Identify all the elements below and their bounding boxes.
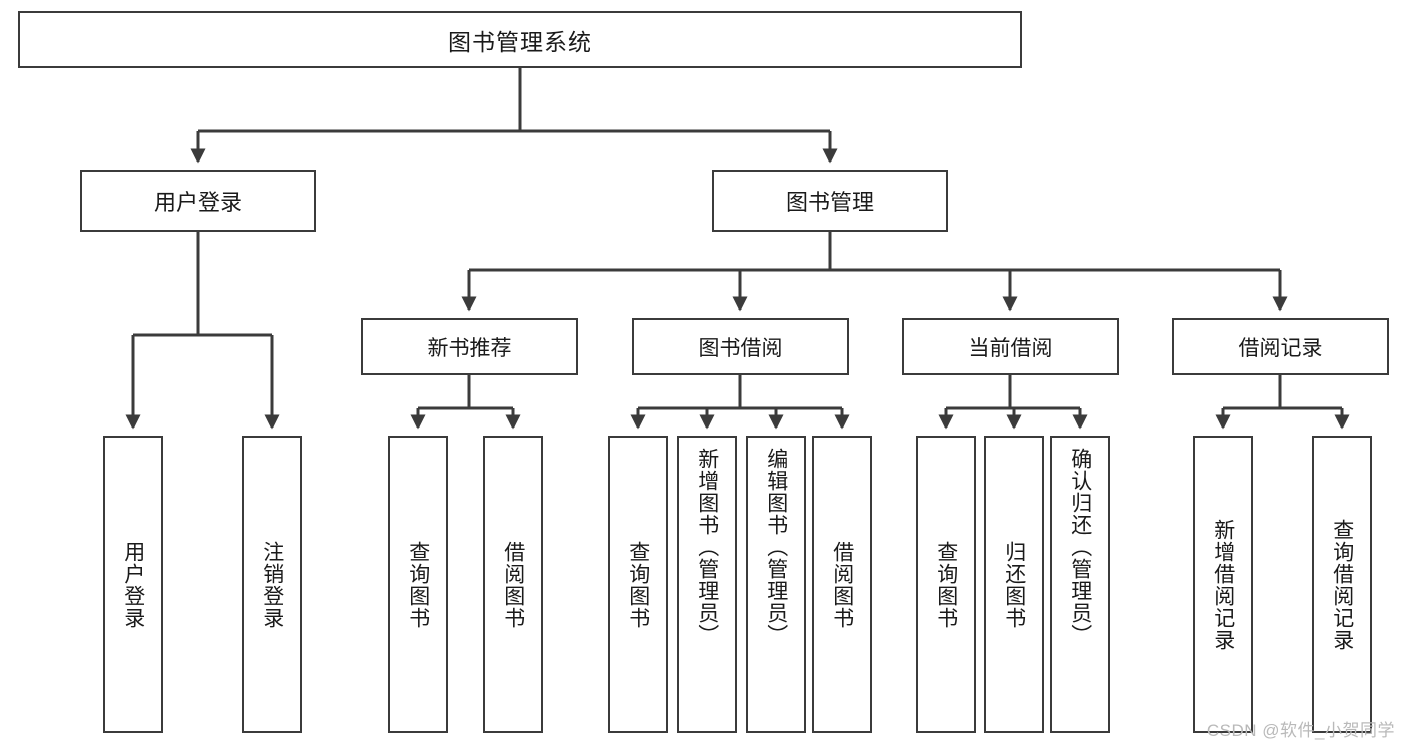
node-new-book-recommend-label: 新书推荐 [427, 336, 512, 360]
leaf-label: 确认归还（管理员） [1068, 448, 1092, 646]
leaf-book-borrow-borrow[interactable]: 借阅图书 [812, 436, 872, 733]
leaf-label: 查询借阅记录 [1330, 518, 1354, 651]
node-root-label: 图书管理系统 [448, 28, 592, 55]
node-book-manage-label: 图书管理 [785, 190, 874, 215]
node-book-borrow-label: 图书借阅 [698, 336, 783, 360]
leaf-label: 借阅图书 [501, 540, 525, 629]
node-user-login-label: 用户登录 [153, 190, 242, 215]
watermark: CSDN @软件_小贺同学 [1206, 721, 1395, 740]
node-book-manage[interactable]: 图书管理 [712, 170, 948, 232]
leaf-label: 归还图书 [1002, 540, 1026, 629]
node-new-book-recommend[interactable]: 新书推荐 [361, 318, 578, 375]
leaf-label: 用户登录 [121, 540, 145, 629]
leaf-user-login-login[interactable]: 用户登录 [103, 436, 163, 733]
leaf-new-book-query[interactable]: 查询图书 [388, 436, 448, 733]
node-user-login[interactable]: 用户登录 [80, 170, 316, 232]
leaf-user-login-logout[interactable]: 注销登录 [242, 436, 302, 733]
leaf-label: 新增借阅记录 [1211, 518, 1235, 651]
leaf-book-borrow-query[interactable]: 查询图书 [608, 436, 668, 733]
leaf-label: 查询图书 [406, 540, 430, 629]
node-borrow-record[interactable]: 借阅记录 [1172, 318, 1389, 375]
leaf-label: 新增图书（管理员） [695, 448, 719, 646]
leaf-borrow-record-query[interactable]: 查询借阅记录 [1312, 436, 1372, 733]
node-root[interactable]: 图书管理系统 [18, 11, 1022, 68]
leaf-current-borrow-confirm[interactable]: 确认归还（管理员） [1050, 436, 1110, 733]
leaf-book-borrow-add[interactable]: 新增图书（管理员） [677, 436, 737, 733]
leaf-current-borrow-return[interactable]: 归还图书 [984, 436, 1044, 733]
leaf-label: 注销登录 [260, 540, 284, 629]
leaf-label: 查询图书 [626, 540, 650, 629]
leaf-label: 借阅图书 [830, 540, 854, 629]
leaf-label: 查询图书 [934, 540, 958, 629]
node-borrow-record-label: 借阅记录 [1238, 336, 1323, 360]
node-current-borrow-label: 当前借阅 [968, 336, 1053, 360]
leaf-label: 编辑图书（管理员） [764, 448, 788, 646]
leaf-current-borrow-query[interactable]: 查询图书 [916, 436, 976, 733]
leaf-book-borrow-edit[interactable]: 编辑图书（管理员） [746, 436, 806, 733]
node-current-borrow[interactable]: 当前借阅 [902, 318, 1119, 375]
leaf-new-book-borrow[interactable]: 借阅图书 [483, 436, 543, 733]
leaf-borrow-record-add[interactable]: 新增借阅记录 [1193, 436, 1253, 733]
node-book-borrow[interactable]: 图书借阅 [632, 318, 849, 375]
